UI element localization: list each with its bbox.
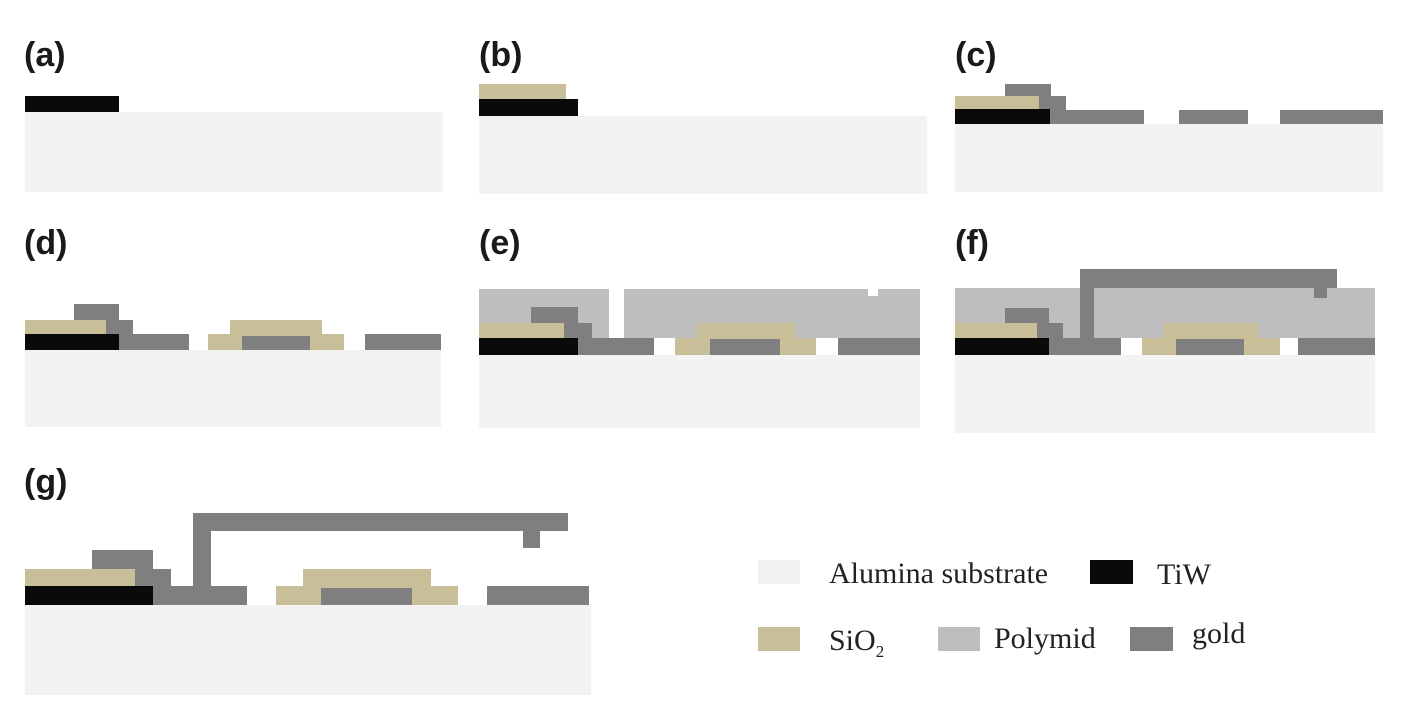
- panel-d-label: (d): [24, 224, 67, 262]
- legend-swatch-gold: [1130, 627, 1173, 651]
- legend-item-gold: gold: [1130, 617, 1245, 651]
- alumina-substrate-layer: [955, 124, 1383, 192]
- legend-label-gold: gold: [1192, 617, 1245, 650]
- legend-item-polymid: Polymid: [938, 622, 1096, 655]
- gold-layer: [487, 586, 589, 605]
- gold-layer: [838, 338, 920, 355]
- alumina-substrate-layer: [955, 355, 1375, 433]
- panel-e: (e): [479, 224, 920, 428]
- alumina-substrate-layer: [479, 355, 920, 428]
- tiw-layer: [25, 334, 119, 350]
- panel-b-label: (b): [479, 36, 522, 74]
- legend-label-tiw: TiW: [1157, 558, 1212, 591]
- panel-f-label: (f): [955, 224, 989, 262]
- legend-label-polymid: Polymid: [994, 622, 1096, 655]
- alumina-substrate-layer: [479, 116, 927, 194]
- panel-a: (a): [24, 36, 443, 192]
- gold-layer: [710, 339, 780, 355]
- tiw-layer: [479, 338, 578, 355]
- sio2-layer: [955, 323, 1037, 338]
- panel-g-label: (g): [24, 463, 67, 501]
- legend-item-alumina-substrate: Alumina substrate: [758, 557, 1048, 590]
- legend-label-sio2-main: SiO: [829, 624, 876, 657]
- panel-c: (c): [955, 36, 1383, 192]
- gold-layer: [1179, 110, 1248, 124]
- gold-layer: [193, 513, 568, 586]
- gold-layer: [1280, 110, 1383, 124]
- gold-layer: [242, 336, 310, 350]
- tiw-layer: [25, 586, 153, 605]
- alumina-substrate-layer: [25, 605, 591, 695]
- gold-layer: [1176, 339, 1244, 355]
- legend-swatch-polymid: [938, 627, 980, 651]
- legend: Alumina substrate TiW SiO2 Polymid gold: [758, 557, 1245, 661]
- legend-label-alumina-substrate: Alumina substrate: [829, 557, 1048, 590]
- tiw-layer: [955, 109, 1050, 124]
- legend-label-sio2: SiO2: [829, 624, 884, 661]
- sio2-layer: [479, 323, 564, 338]
- sio2-layer: [25, 569, 135, 586]
- gold-layer: [321, 588, 412, 605]
- alumina-substrate-layer: [25, 350, 441, 427]
- gold-layer: [365, 334, 441, 350]
- sio2-layer: [25, 320, 106, 334]
- gold-layer: [74, 304, 189, 350]
- legend-label-sio2-subscript: 2: [876, 642, 885, 661]
- gold-layer: [1005, 84, 1144, 124]
- sio2-layer: [479, 84, 566, 99]
- legend-swatch-sio2: [758, 627, 800, 651]
- panel-d: (d): [24, 224, 441, 427]
- tiw-layer: [955, 338, 1049, 355]
- gold-layer: [1005, 308, 1121, 355]
- panel-a-label: (a): [24, 36, 66, 74]
- alumina-substrate-layer: [25, 112, 443, 192]
- panel-c-label: (c): [955, 36, 997, 74]
- legend-swatch-substrate: [758, 560, 800, 584]
- panel-e-label: (e): [479, 224, 521, 262]
- tiw-layer: [25, 96, 119, 112]
- panel-b: (b): [479, 36, 927, 194]
- gold-layer: [92, 550, 247, 605]
- gold-layer: [1080, 269, 1337, 338]
- sio2-layer: [955, 96, 1039, 109]
- gold-layer: [531, 307, 654, 355]
- legend-swatch-tiw: [1090, 560, 1133, 584]
- tiw-layer: [479, 99, 578, 116]
- gold-layer: [1298, 338, 1375, 355]
- legend-item-tiw: TiW: [1090, 558, 1212, 591]
- panel-g: (g): [24, 463, 591, 695]
- panel-f: (f): [955, 224, 1375, 433]
- legend-item-sio2: SiO2: [758, 624, 884, 661]
